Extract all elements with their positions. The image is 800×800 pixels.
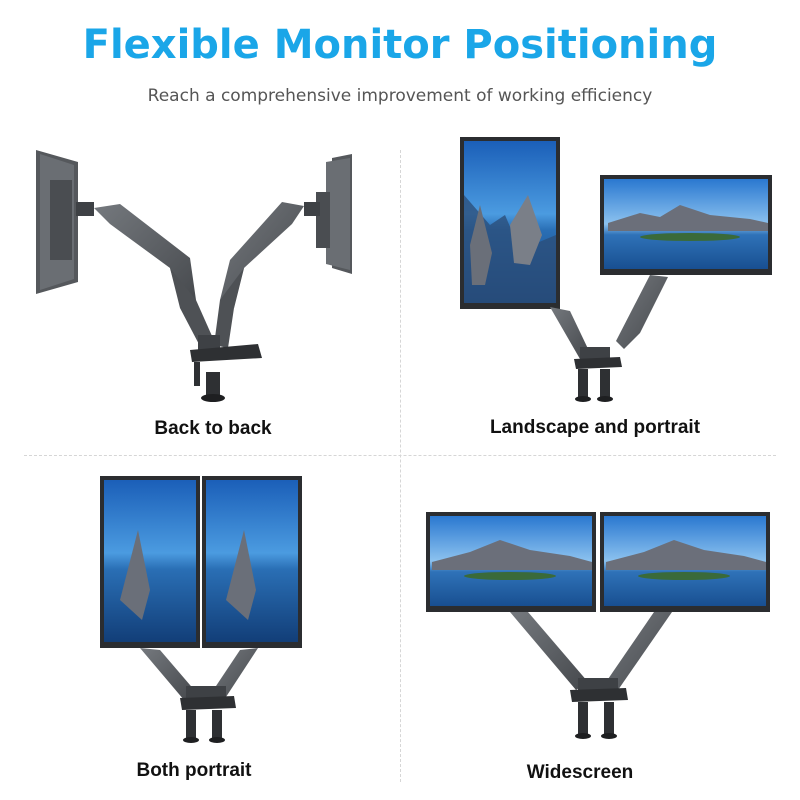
panel-back-to-back: Back to back — [20, 140, 390, 439]
back-to-back-illustration — [36, 150, 352, 402]
landscape-portrait-illustration — [460, 137, 772, 402]
page-title: Flexible Monitor Positioning — [82, 22, 718, 68]
caption-both-portrait: Both portrait — [136, 760, 252, 781]
caption-widescreen: Widescreen — [526, 762, 634, 783]
both-portrait-illustration — [100, 476, 302, 743]
widescreen-illustration — [426, 512, 770, 739]
panel-widescreen: Widescreen — [410, 470, 780, 783]
panel-landscape-portrait: Landscape and portrait — [410, 135, 780, 438]
vertical-divider — [400, 150, 401, 782]
panel-both-portrait: Both portrait — [20, 470, 390, 781]
page-subtitle: Reach a comprehensive improvement of wor… — [147, 86, 653, 106]
caption-back-to-back: Back to back — [154, 418, 272, 439]
horizontal-divider — [24, 455, 776, 456]
caption-landscape-portrait: Landscape and portrait — [489, 417, 701, 438]
